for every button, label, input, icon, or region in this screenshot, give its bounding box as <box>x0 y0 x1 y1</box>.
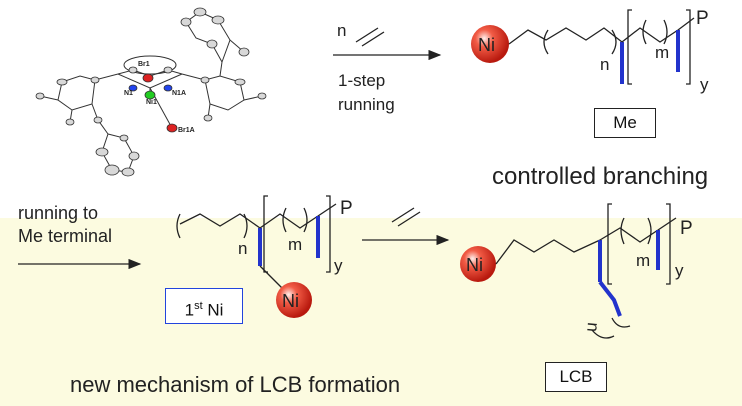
lcb-box: LCB <box>545 362 607 392</box>
first-ni-box: 1st Ni <box>165 288 243 324</box>
paren-n-close <box>611 29 617 55</box>
label-ni1: Ni1 <box>146 99 157 106</box>
label-n-mid: n <box>238 239 247 258</box>
end-bond-top <box>677 17 695 31</box>
label-br1a: Br1A <box>178 127 195 134</box>
step-label-line1: 1-step <box>338 71 385 90</box>
paren-mid-open <box>176 213 181 239</box>
right-structure: Ni n m P y <box>460 203 693 339</box>
top-chain-m <box>621 27 679 43</box>
paren-m-right-close <box>647 217 652 245</box>
ethylene-mid-line-2 <box>397 211 421 227</box>
mid-chain-backbone <box>179 213 261 229</box>
top-chain-backbone <box>508 27 623 45</box>
bracket-close-right <box>666 203 671 285</box>
top-arrow-group: n 1-step running <box>333 21 442 114</box>
ni-sphere-right <box>460 246 496 282</box>
footer-mechanism-text: new mechanism of LCB formation <box>70 372 400 397</box>
first-ni-superscript: st <box>194 300 203 312</box>
paren-n-open <box>543 29 549 55</box>
label-n1a: N1A <box>172 90 186 97</box>
crystal-heteroatoms <box>128 73 178 133</box>
label-n1: N1 <box>124 90 133 97</box>
lcb-box-label: LCB <box>559 367 593 386</box>
end-bond-mid <box>317 203 337 217</box>
bracket-open-right <box>607 203 612 285</box>
ethylene-line-1 <box>355 27 379 43</box>
first-ni-number: 1 <box>184 300 195 320</box>
ni-label-top: Ni <box>478 35 495 55</box>
long-chain-branch <box>598 280 622 317</box>
right-chain-m <box>599 227 659 243</box>
me-terminal-text: Me terminal <box>18 226 112 246</box>
label-m-right: m <box>636 251 650 270</box>
ethylene-line-2 <box>361 31 385 47</box>
ni-sphere-top <box>471 25 509 63</box>
paren-lcb-open <box>611 317 631 328</box>
paren-m-close <box>663 19 668 45</box>
paren-m-right-open <box>620 217 625 245</box>
label-y-top: y <box>700 75 709 94</box>
label-y-mid: y <box>334 256 343 275</box>
label-br1: Br1 <box>138 61 150 68</box>
paren-m-mid-close <box>303 207 308 233</box>
ethylene-mid-line-1 <box>391 207 415 223</box>
paren-m-open <box>642 19 647 45</box>
label-m-top: m <box>655 43 669 62</box>
paren-m-mid-open <box>282 207 287 233</box>
top-product: Ni n m P y <box>471 8 709 94</box>
crystal-atom-labels: Br1 N1 Ni1 N1A Br1A <box>124 61 195 134</box>
controlled-branching-text: controlled branching <box>492 163 708 190</box>
me-box-label: Me <box>613 113 637 132</box>
label-p-mid: P <box>340 198 353 219</box>
paren-mid-close <box>243 213 248 239</box>
end-bond-right <box>657 217 677 231</box>
ni-sphere-mid <box>276 282 312 318</box>
me-box: Me <box>594 108 656 138</box>
crystal-ellipsoids <box>35 7 267 177</box>
label-p-right: P <box>680 218 693 239</box>
label-p-top: P <box>696 8 709 29</box>
label-n-rotated: n <box>583 322 603 333</box>
ni-label-mid: Ni <box>282 291 299 311</box>
bracket-open-mid <box>263 195 268 273</box>
middle-structure: n m P y Ni <box>176 195 353 318</box>
right-chain-backbone <box>495 239 601 265</box>
bracket-open-top <box>627 9 632 85</box>
running-to-text: running to <box>18 203 98 223</box>
paren-lcb-close <box>591 329 615 339</box>
step-label-line2: running <box>338 95 395 114</box>
first-ni-rest: Ni <box>202 300 224 320</box>
middle-arrow-group <box>362 207 450 246</box>
bracket-close-mid <box>326 195 331 273</box>
label-n-top: n <box>600 55 609 74</box>
reagent-n-label: n <box>337 21 346 40</box>
label-y-right: y <box>675 261 684 280</box>
bracket-close-top <box>686 9 691 85</box>
left-annotation: running to Me terminal <box>18 203 142 270</box>
ni-label-right: Ni <box>466 255 483 275</box>
label-m-mid: m <box>288 235 302 254</box>
mid-chain-m <box>259 213 319 229</box>
